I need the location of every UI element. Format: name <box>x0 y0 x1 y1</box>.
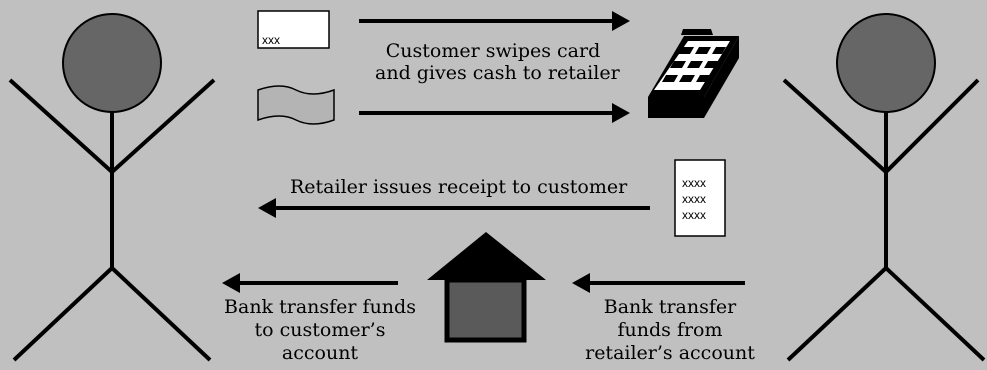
customer-left-leg <box>12 266 114 362</box>
to-customer-label-line-3: account <box>281 342 359 364</box>
customer-figure <box>8 13 216 362</box>
card-icon: xxx <box>257 10 330 49</box>
swipe-label-line-2: and gives cash to retailer <box>375 62 620 84</box>
customer-right-leg <box>110 266 212 362</box>
receipt-line-1: xxxx <box>682 176 706 190</box>
arrow-card-to-terminal <box>359 11 630 31</box>
receipt-label: Retailer issues receipt to customer <box>290 176 628 198</box>
card-number: xxx <box>262 33 280 47</box>
to-customer-label-line-2: to customer’s <box>254 319 386 341</box>
receipt-label-line: Retailer issues receipt to customer <box>290 176 628 198</box>
retailer-head <box>836 13 936 113</box>
retailer-left-leg <box>786 266 888 362</box>
swipe-label: Customer swipes card and gives cash to r… <box>375 40 620 84</box>
bank-icon <box>427 232 546 343</box>
retailer-right-arm <box>884 78 980 174</box>
arrow-bank-to-customer <box>222 273 398 293</box>
to-customer-label-line-1: Bank transfer funds <box>224 296 416 318</box>
card-terminal-icon <box>648 29 739 118</box>
from-retailer-label-line-1: Bank transfer <box>603 296 737 318</box>
retailer-figure <box>782 13 986 362</box>
customer-head <box>62 13 162 113</box>
arrows <box>222 11 745 293</box>
receipt-line-3: xxxx <box>682 208 706 222</box>
retailer-left-arm <box>782 78 888 174</box>
customer-right-arm <box>110 78 216 174</box>
receipt-icon: xxxx xxxx xxxx <box>674 159 726 237</box>
from-retailer-label: Bank transfer funds from retailer’s acco… <box>570 296 770 365</box>
arrow-retailer-to-bank <box>572 273 745 293</box>
from-retailer-label-line-3: retailer’s account <box>585 342 755 364</box>
swipe-label-line-1: Customer swipes card <box>385 40 601 62</box>
from-retailer-label-line-2: funds from <box>617 319 723 341</box>
arrow-receipt-to-customer <box>258 198 650 218</box>
to-customer-label: Bank transfer funds to customer’s accoun… <box>220 296 420 365</box>
retailer-right-leg <box>884 266 986 362</box>
receipt-line-2: xxxx <box>682 192 706 206</box>
customer-left-arm <box>8 78 114 174</box>
arrow-cash-to-terminal <box>359 103 630 123</box>
terminal-keys <box>662 47 726 82</box>
cash-icon <box>257 85 335 125</box>
